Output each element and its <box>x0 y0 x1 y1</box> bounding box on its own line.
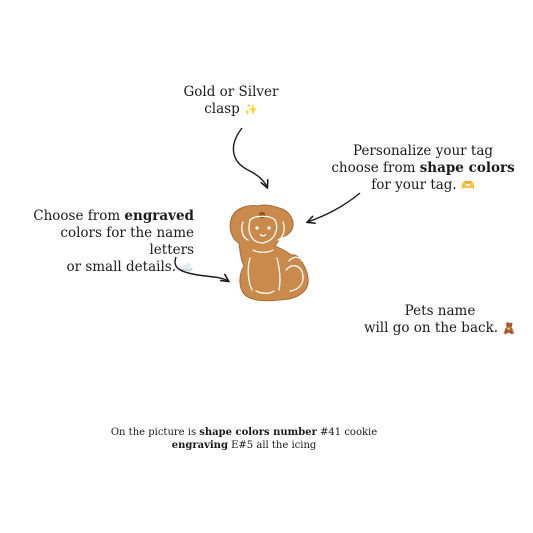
shape-color-note: Personalize your tag choose from shape c… <box>318 143 528 194</box>
engrave-note: Choose from engraved colors for the name… <box>18 208 194 276</box>
back-note-line2: will go on the back. <box>363 320 499 336</box>
clasp-note: Gold or Silver clasp ✨ <box>170 84 292 118</box>
caption-bold1: shape colors number <box>199 427 317 438</box>
dog-eye-left <box>255 226 259 230</box>
picture-caption: On the picture is shape colors number #4… <box>110 426 378 452</box>
caption-mid: #41 cookie <box>316 427 378 438</box>
cloud-icon: ☁️ <box>180 261 194 274</box>
dog-nose <box>259 233 267 237</box>
caption-bold2: engraving <box>171 440 228 451</box>
engrave-note-line2: colors for the name letters <box>60 225 194 258</box>
engrave-note-line1-bold: engraved <box>124 208 194 224</box>
engrave-note-line3: or small details. <box>66 259 176 275</box>
heart-hands-icon: 🫶 <box>461 179 475 192</box>
dog-tag-image <box>229 204 309 302</box>
dog-eye-right <box>267 226 271 230</box>
shape-note-line2-bold: shape colors <box>419 160 515 176</box>
shape-note-line1: Personalize your tag <box>352 143 494 159</box>
clasp-note-line1: Gold or Silver <box>183 84 279 100</box>
shape-note-line2-pre: choose from <box>331 160 420 176</box>
shape-arrow <box>308 192 361 222</box>
engrave-note-line1-pre: Choose from <box>33 208 125 224</box>
dog-tag-body <box>229 204 309 302</box>
back-note-line1: Pets name <box>404 303 476 319</box>
clasp-arrow <box>232 127 267 187</box>
clasp-note-line2: clasp <box>204 101 240 117</box>
sparkles-icon: ✨ <box>244 103 258 116</box>
caption-post: E#5 all the icing <box>227 440 317 451</box>
caption-pre: On the picture is <box>110 427 200 438</box>
engrave-arrow <box>174 256 228 281</box>
back-note: Pets name will go on the back. 🧸 <box>362 303 518 337</box>
shape-note-line3: for your tag. <box>371 177 457 193</box>
teddy-bear-icon: 🧸 <box>502 322 517 335</box>
icing-lines <box>241 215 304 294</box>
clasp-hole <box>258 211 266 219</box>
